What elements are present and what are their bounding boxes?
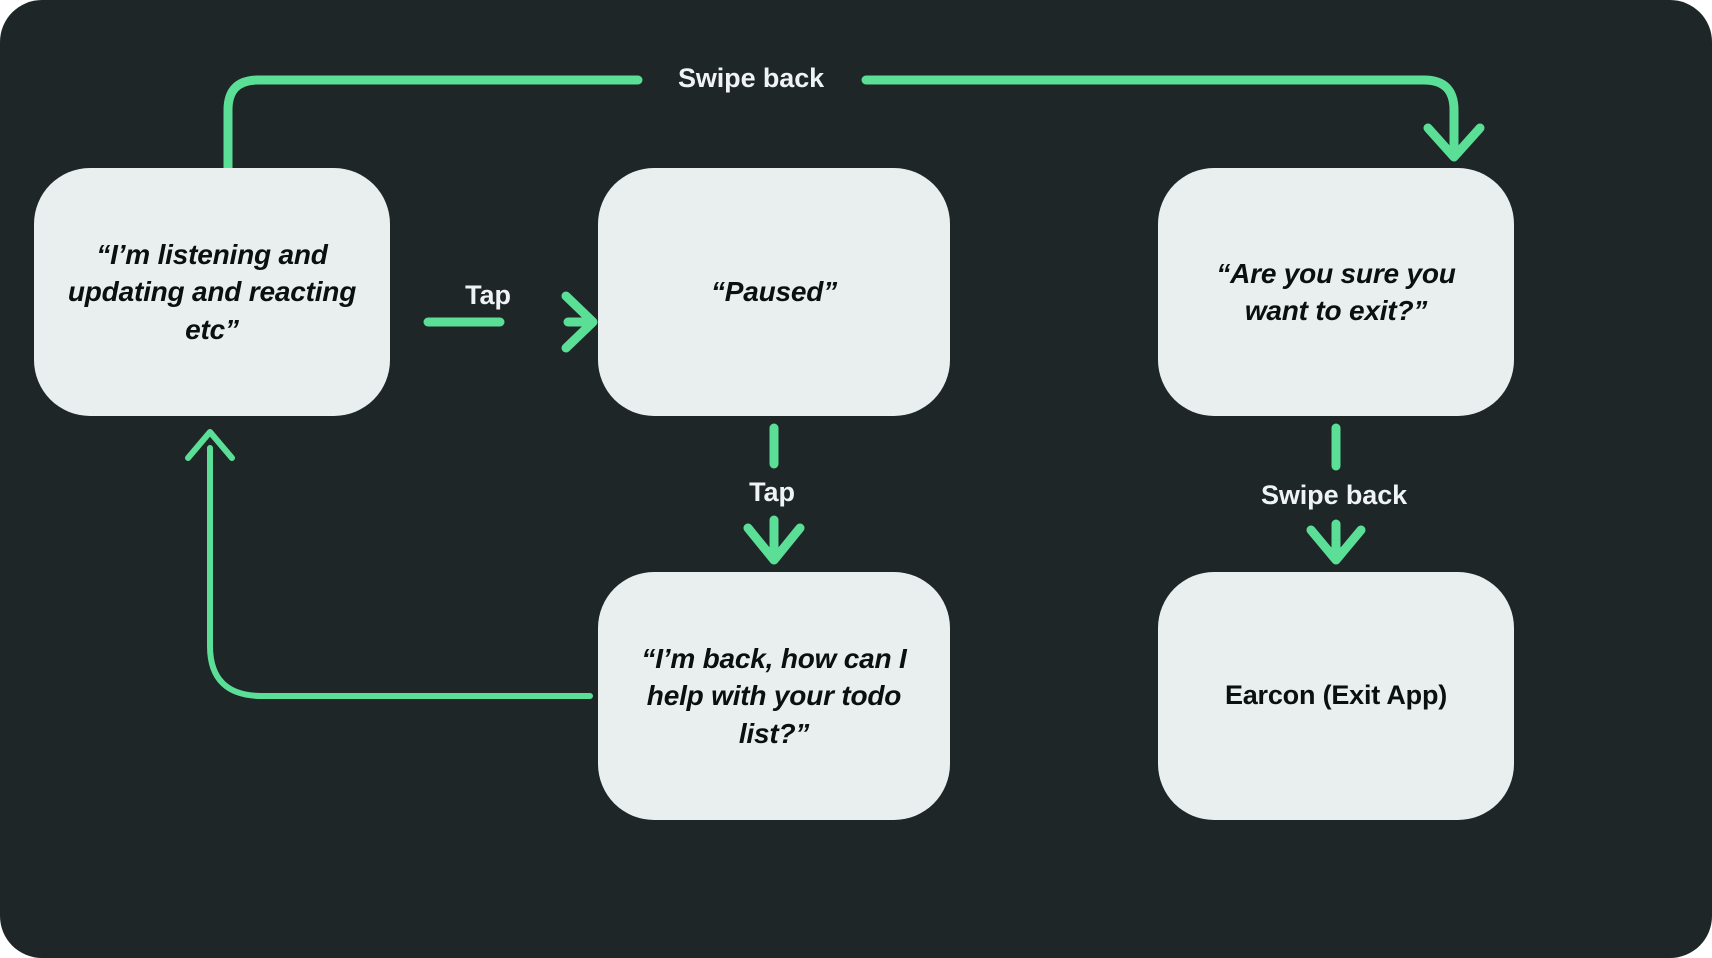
edge-label-swipe-back-top: Swipe back: [677, 63, 825, 93]
edge-return-loop-path: [207, 445, 593, 699]
edge-tap-down-arrowhead: [743, 523, 805, 565]
node-back[interactable]: “I’m back, how can I help with your todo…: [598, 572, 950, 820]
node-back-label: “I’m back, how can I help with your todo…: [641, 643, 907, 749]
node-paused-label: “Paused”: [711, 276, 837, 308]
node-listening[interactable]: “I’m listening and updating and reacting…: [34, 168, 390, 416]
node-confirm-exit-label: “Are you sure you want to exit?”: [1216, 257, 1456, 326]
edge-swipe-back-top-left-segment: [223, 75, 643, 173]
edge-swipe-back-down-arrowhead: [1306, 525, 1366, 565]
edge-label-tap-right: Tap: [465, 280, 511, 310]
edge-tap-right-arrowhead: [561, 291, 598, 353]
node-confirm-exit[interactable]: “Are you sure you want to exit?”: [1158, 168, 1514, 416]
edge-label-tap-down: Tap: [749, 477, 795, 507]
node-listening-label: “I’m listening and updating and reacting…: [67, 239, 357, 345]
node-earcon-label: Earcon (Exit App): [1224, 680, 1448, 711]
edge-swipe-back-top-right-segment: [861, 75, 1459, 157]
node-earcon[interactable]: Earcon (Exit App): [1158, 572, 1514, 820]
edge-swipe-back-top-arrowhead: [1423, 123, 1485, 162]
edge-return-loop-arrowhead: [185, 429, 235, 461]
node-paused[interactable]: “Paused”: [598, 168, 950, 416]
edge-label-swipe-back-down: Swipe back: [1260, 480, 1408, 510]
